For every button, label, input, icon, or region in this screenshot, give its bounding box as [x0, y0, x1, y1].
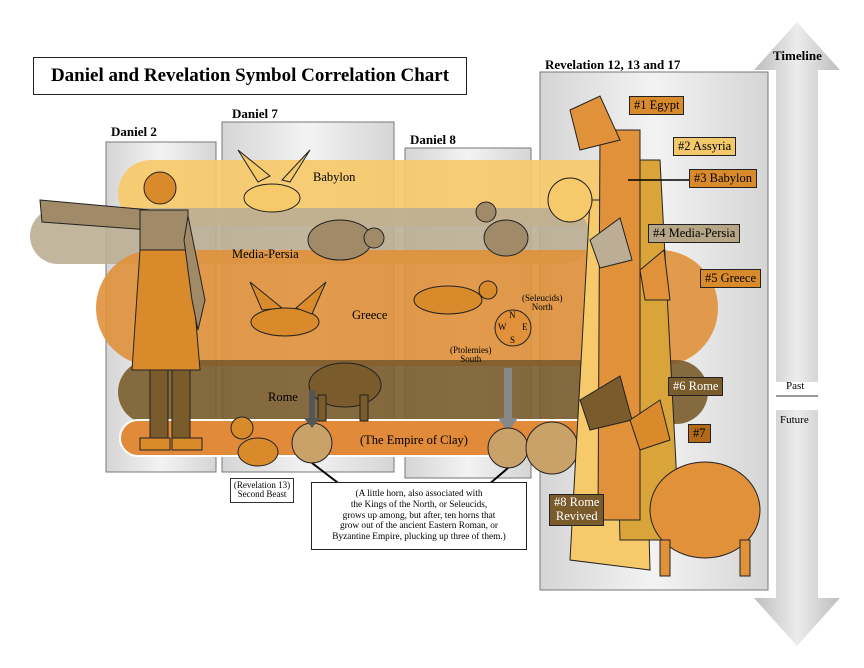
little-horn-circle-1	[291, 422, 333, 464]
revelation-beast	[547, 95, 761, 577]
compass-e: E	[522, 322, 528, 332]
label-babylon: Babylon	[313, 170, 356, 184]
head-tag-7: #7	[688, 424, 711, 443]
head-tag-5: #5 Greece	[700, 269, 762, 288]
compass-north-label: (Seleucids) North	[522, 293, 563, 313]
head-tag-6: #6 Rome	[668, 377, 724, 396]
second-beast-dog	[230, 416, 279, 467]
compass-w: W	[498, 322, 507, 332]
compass-s: S	[510, 335, 516, 345]
label-rome: Rome	[268, 390, 298, 404]
timeline-past-label: Past	[786, 380, 805, 392]
compass-south-label: (Ptolemies) South	[450, 345, 492, 365]
compass-n: N	[509, 310, 516, 320]
timeline-label: Timeline	[773, 48, 822, 63]
column-label-daniel7: Daniel 7	[232, 106, 278, 121]
fourth-beast	[308, 362, 382, 422]
statue-figure	[39, 171, 206, 451]
little-horn-note: (A little horn, also associated with the…	[311, 482, 527, 550]
head-tag-1: #1 Egypt	[629, 96, 685, 115]
greece-band	[96, 250, 718, 366]
bear	[307, 219, 385, 261]
second-beast-label: (Revelation 13) Second Beast	[230, 478, 294, 503]
label-greece: Greece	[352, 308, 388, 322]
compass-circle	[494, 309, 532, 347]
goat	[413, 280, 498, 315]
column-label-daniel8: Daniel 8	[410, 132, 456, 147]
ram	[475, 201, 529, 257]
chart-title: Daniel and Revelation Symbol Correlation…	[33, 57, 467, 95]
label-media-persia: Media-Persia	[232, 247, 299, 261]
head-tag-2: #2 Assyria	[673, 137, 737, 156]
timeline-future-label: Future	[780, 414, 809, 426]
rome-band	[118, 360, 708, 424]
column-label-revelation: Revelation 12, 13 and 17	[545, 57, 681, 72]
little-horn-circle-2	[487, 427, 529, 469]
head-tag-8-rome-revived: #8 Rome Revived	[549, 494, 605, 526]
head-tag-4: #4 Media-Persia	[648, 224, 741, 243]
label-empire-of-clay: (The Empire of Clay)	[360, 433, 468, 447]
head-tag-3: #3 Babylon	[689, 169, 757, 188]
winged-lion	[237, 149, 311, 213]
little-horn-circle-3	[525, 421, 579, 475]
column-label-daniel2: Daniel 2	[111, 124, 157, 139]
leopard-four-heads	[249, 281, 327, 337]
timeline-arrow	[754, 22, 840, 646]
